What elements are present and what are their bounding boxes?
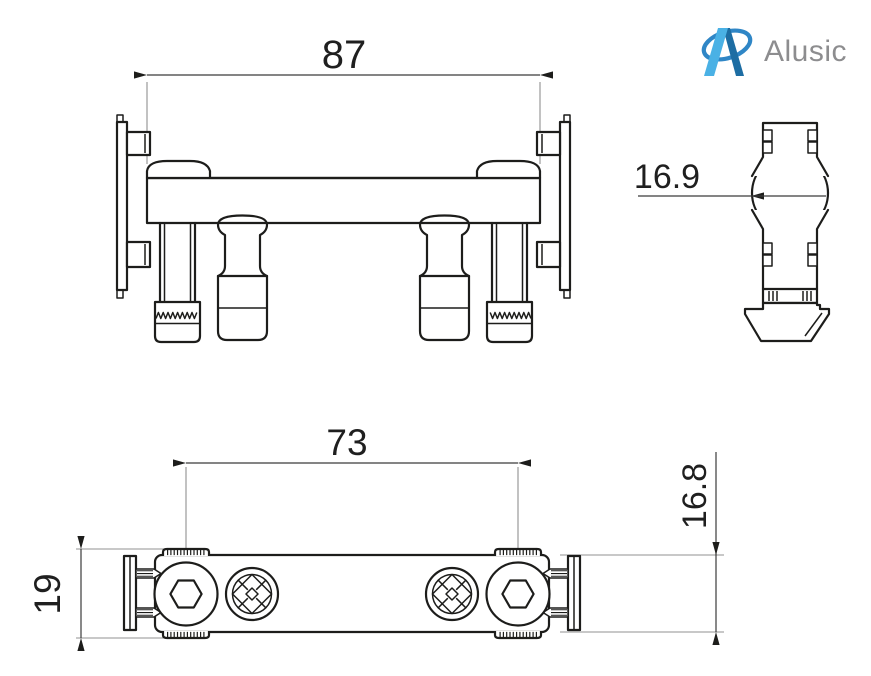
alusic-brand-text: Alusic	[764, 35, 848, 68]
bottom-left-screw	[153, 561, 219, 627]
bottom-left-knurls	[161, 547, 211, 640]
dimension-width-87: 87	[134, 33, 553, 164]
front-right-legs	[418, 214, 534, 344]
bottom-right-clip-plate	[542, 554, 582, 632]
front-right-dome	[475, 159, 542, 178]
front-left-flange	[115, 114, 152, 299]
dimension-label-19: 19	[27, 573, 68, 614]
front-body-bar	[145, 176, 542, 225]
bottom-right-screw	[485, 561, 551, 627]
logo-a-left-stroke	[704, 28, 728, 76]
front-left-dome	[145, 159, 212, 178]
dimension-label-73: 73	[326, 422, 367, 463]
dimension-spacing-73: 73	[173, 422, 531, 549]
front-view: 87	[115, 33, 572, 344]
bottom-left-pin	[224, 566, 280, 622]
logo-a-right-stroke	[723, 28, 744, 76]
dimension-label-87: 87	[322, 33, 367, 77]
dimension-depth-16-8: 16.8	[560, 452, 724, 645]
bottom-left-clip-plate	[122, 554, 162, 632]
bottom-right-knurls	[493, 547, 543, 640]
front-right-flange	[535, 114, 572, 299]
alusic-logo: Alusic	[694, 26, 847, 78]
alusic-logo-mark	[701, 28, 753, 76]
side-view: 16.9	[634, 121, 831, 343]
bottom-right-pin	[424, 566, 480, 622]
side-collar-splines	[768, 291, 812, 301]
dimension-label-16-9: 16.9	[634, 158, 700, 196]
dimension-label-16-8: 16.8	[676, 463, 714, 529]
bottom-view: 73 19 16.8	[27, 422, 724, 651]
front-left-legs	[153, 214, 269, 344]
dimension-height-19: 19	[27, 536, 185, 651]
dimension-diameter-16-9: 16.9	[634, 158, 826, 200]
side-tnut-foot	[743, 301, 831, 343]
